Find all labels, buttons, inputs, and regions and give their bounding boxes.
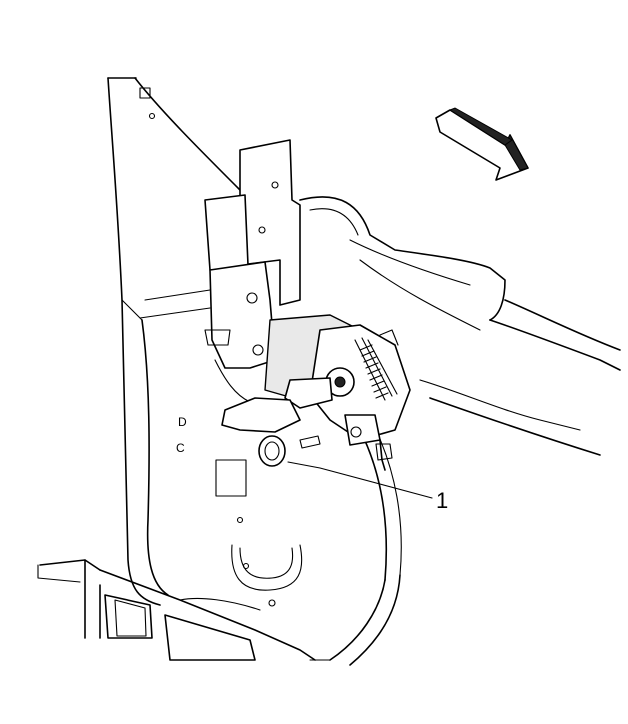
pillar-slot: [215, 459, 247, 497]
callout-1: 1: [287, 461, 448, 513]
fender-structure: [299, 196, 621, 666]
pillar-mark-d: D: [178, 415, 187, 429]
arrow-icon: [435, 107, 529, 181]
lower-panel: [37, 559, 316, 661]
latch-spring: [359, 344, 389, 399]
callout-number: 1: [436, 488, 448, 513]
pillar-mark-c: C: [176, 441, 185, 455]
body-pillar: D C: [107, 77, 303, 606]
hood-latch: [221, 314, 411, 449]
release-cable: [258, 435, 393, 471]
latch-bracket: [204, 139, 301, 403]
